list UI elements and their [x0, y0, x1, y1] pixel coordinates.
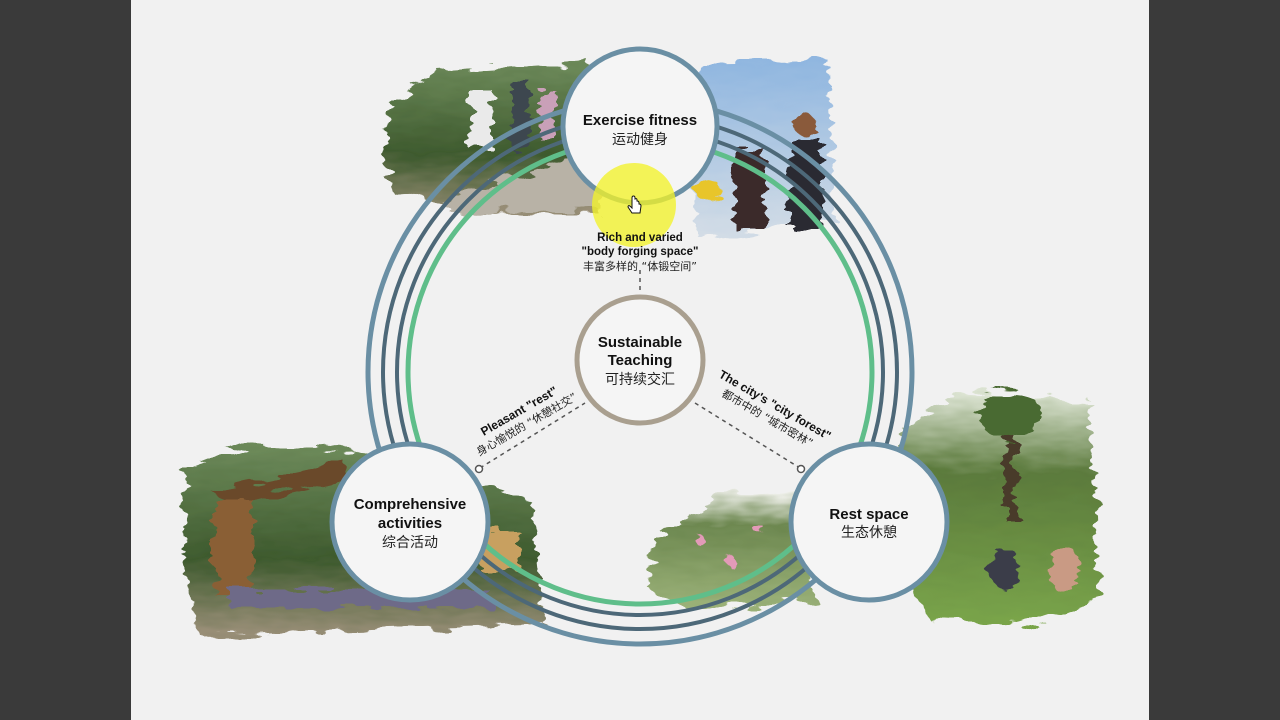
label-top: Rich and varied "body forging space" 丰富多…	[582, 232, 699, 273]
center-subtitle-cn: 可持续交汇	[605, 371, 675, 388]
node-activities-title-line1: Comprehensive	[354, 496, 467, 513]
center-title-line2: Teaching	[608, 352, 673, 369]
node-exercise-cn: 运动健身	[612, 132, 668, 148]
node-exercise-fitness[interactable]: Exercise fitness 运动健身	[560, 46, 720, 206]
photo-bushes	[650, 490, 815, 610]
node-rest-space[interactable]: Rest space 生态休憩	[788, 441, 950, 603]
center-title-line1: Sustainable	[598, 334, 682, 351]
label-right: The city's "city forest" 都市中的 “城市密林”	[717, 367, 834, 450]
node-activities-title-line2: activities	[378, 515, 442, 532]
connector-left-dot	[474, 464, 484, 474]
label-top-line1: Rich and varied	[597, 232, 683, 244]
node-exercise-title: Exercise fitness	[583, 112, 697, 129]
label-top-line2: "body forging space"	[582, 246, 699, 258]
photo-exercise-right	[690, 60, 835, 240]
node-rest-title: Rest space	[829, 506, 908, 523]
node-activities-cn: 综合活动	[382, 535, 438, 551]
connectors	[479, 270, 801, 469]
photo-park	[895, 391, 1098, 625]
photo-exercise-left	[385, 62, 600, 215]
label-top-cn: 丰富多样的 “体锻空间”	[583, 259, 697, 273]
node-comprehensive-activities[interactable]: Comprehensive activities 综合活动	[329, 441, 491, 603]
connector-right-dot	[796, 464, 806, 474]
node-rest-cn: 生态休憩	[841, 524, 897, 541]
center-node: Sustainable Teaching 可持续交汇	[574, 294, 706, 426]
hand-cursor-icon	[627, 195, 642, 214]
